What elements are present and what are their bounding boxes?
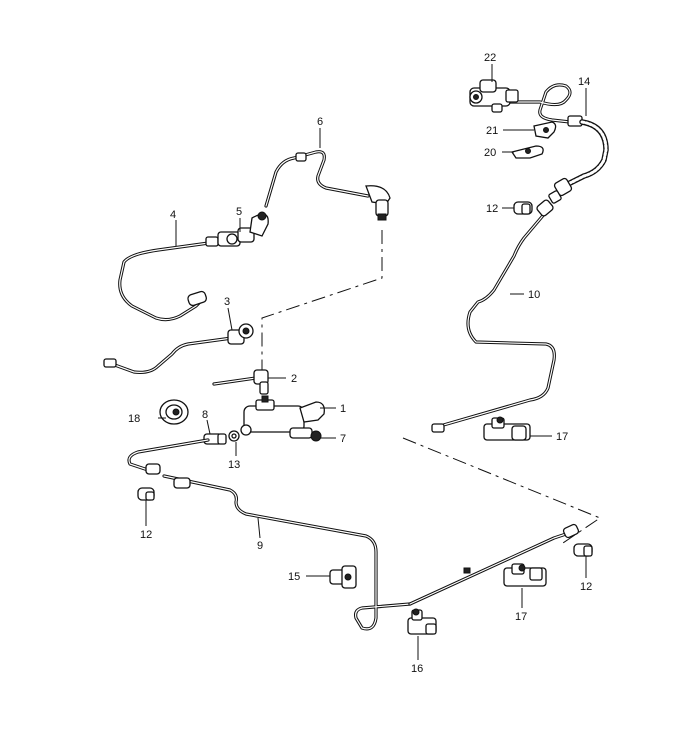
callout-15: 15 [288,571,300,583]
fitting-5 [217,211,269,247]
seal-ring-13 [228,430,240,442]
pipe-9 [127,438,580,631]
callout-10: 10 [528,289,540,301]
clip-21 [533,121,557,139]
callout-4: 4 [170,209,176,221]
clip-17-lower [503,563,547,587]
leader-lines [145,64,587,660]
callout-20: 20 [484,147,496,159]
callout-2: 2 [291,373,297,385]
pipe-10 [431,199,556,433]
callout-22: 22 [484,52,496,64]
pipe-4 [118,236,219,322]
callout-6: 6 [317,116,323,128]
callout-12-right: 12 [580,581,592,593]
clip-15 [329,565,357,589]
callout-17-upper: 17 [556,431,568,443]
callout-7: 7 [340,433,346,445]
pipe-3 [103,323,254,374]
callout-labels: 22 14 21 20 12 10 6 4 5 3 2 1 7 18 8 13 … [128,52,592,675]
valve-22 [469,79,519,113]
slave-cylinder [240,395,325,442]
callout-8: 8 [202,409,208,421]
callout-21: 21 [486,125,498,137]
pipe-6 [264,150,391,221]
callout-12-top: 12 [486,203,498,215]
clip-20 [510,145,544,159]
callout-17-lower: 17 [515,611,527,623]
part-18 [159,399,189,425]
grommet-12-right [573,543,593,557]
grommet-12-top [513,201,533,215]
clip-16 [407,608,437,635]
part-2 [212,369,269,395]
callout-3: 3 [224,296,230,308]
callout-13: 13 [228,459,240,471]
callout-1: 1 [340,403,346,415]
callout-18: 18 [128,413,140,425]
clip-17-upper [483,416,531,441]
callout-14: 14 [578,76,590,88]
callout-5: 5 [236,206,242,218]
hose-14 [508,83,609,204]
callout-12-left: 12 [140,529,152,541]
callout-9: 9 [257,540,263,552]
grommet-12-left [137,487,155,501]
callout-16: 16 [411,663,423,675]
